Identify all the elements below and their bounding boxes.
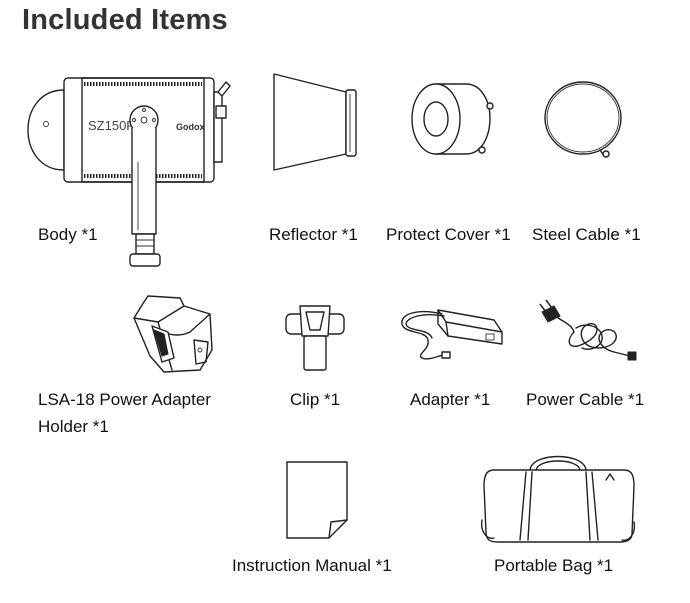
item-label-protect-cover: Protect Cover *1 xyxy=(386,225,511,244)
clip-icon xyxy=(282,300,348,374)
item-label-adapter-holder-line1: LSA-18 Power Adapter xyxy=(38,390,211,409)
item-label-clip: Clip *1 xyxy=(290,390,341,409)
item-label-body: Body *1 xyxy=(38,225,98,244)
steel-cable-icon xyxy=(540,78,630,164)
item-label-adapter: Adapter *1 xyxy=(410,390,491,409)
reflector-icon xyxy=(270,72,365,172)
adapter-icon xyxy=(398,300,506,366)
item-label-reflector: Reflector *1 xyxy=(269,225,358,244)
manual-icon xyxy=(285,460,351,540)
light-body-icon: SZ150R Godox xyxy=(20,72,235,272)
bag-icon xyxy=(480,446,636,546)
item-label-adapter-holder-line2: Holder *1 xyxy=(38,417,109,436)
item-label-steel-cable: Steel Cable *1 xyxy=(532,225,641,244)
model-label: SZ150R xyxy=(88,118,136,133)
protect-cover-icon xyxy=(406,76,498,166)
page-title: Included Items xyxy=(22,4,228,36)
item-label-manual: Instruction Manual *1 xyxy=(232,556,392,575)
power-cable-icon xyxy=(538,298,638,364)
adapter-holder-icon xyxy=(128,292,218,376)
item-label-power-cable: Power Cable *1 xyxy=(526,390,645,409)
brand-label: Godox xyxy=(176,122,205,132)
item-label-bag: Portable Bag *1 xyxy=(494,556,614,575)
